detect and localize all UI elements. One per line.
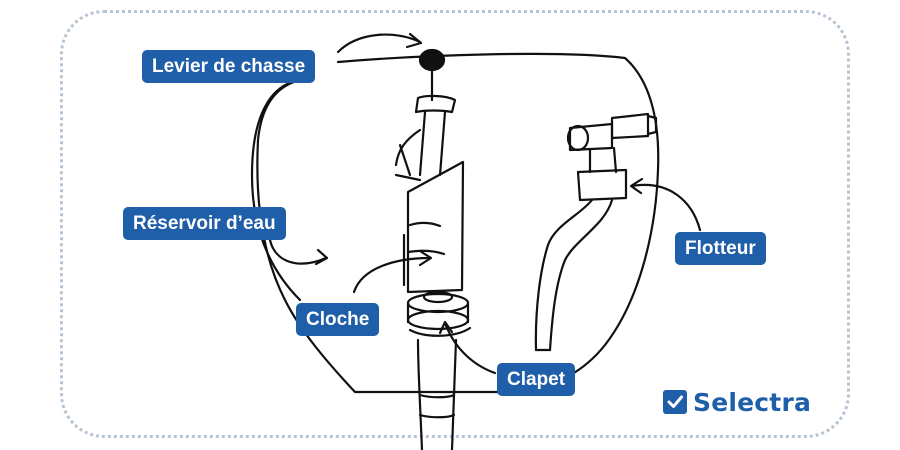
label-clapet: Clapet [497,363,576,396]
label-reservoir-d-eau: Réservoir d’eau [123,207,286,240]
label-levier-de-chasse: Levier de chasse [142,50,316,83]
arrow-clapet [443,321,497,375]
cloche-part [402,160,465,294]
arrow-levier [336,33,422,54]
flush-valve-tube [416,338,458,450]
clapet-part [406,290,472,337]
checkbox-check-icon [663,390,687,414]
dotted-frame [60,10,850,438]
selectra-logo: Selectra [663,386,811,418]
label-flotteur: Flotteur [675,232,766,265]
arrow-flotteur [630,183,702,232]
tank-outline-left [250,78,302,302]
annotation-arrows [268,32,702,375]
arrow-cloche [352,256,432,294]
float-assembly [534,112,658,352]
brand-name: Selectra [693,387,812,417]
label-cloche: Cloche [296,303,380,336]
flush-lever-part [394,48,457,182]
tank-outline [256,52,660,394]
arrow-reservoir [268,238,328,265]
